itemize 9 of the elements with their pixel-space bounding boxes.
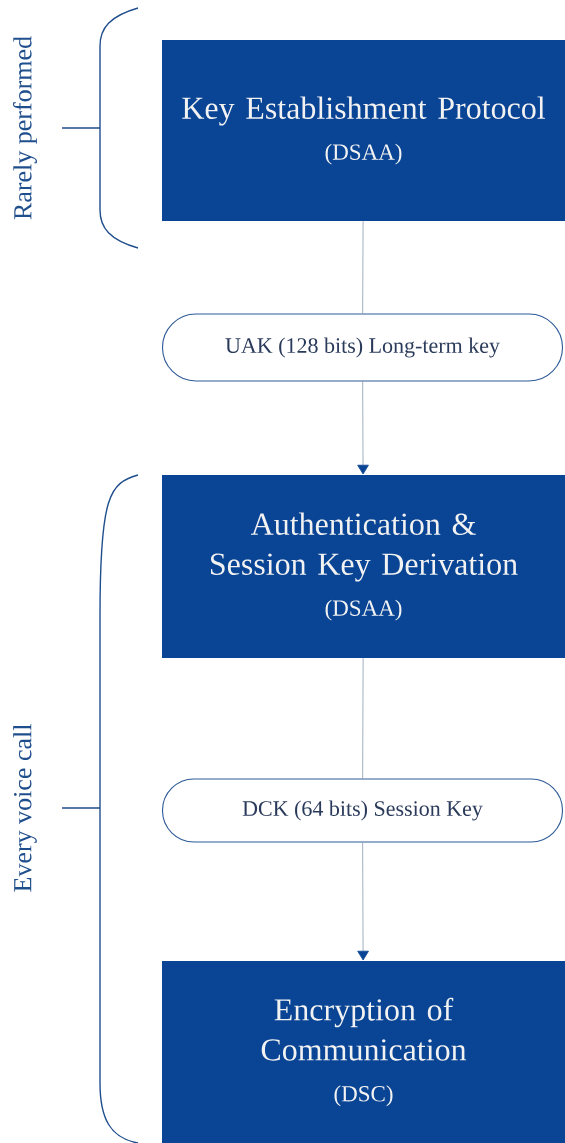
process-box: Key Establishment Protocol (DSAA) <box>162 40 565 221</box>
process-box: Authentication & Session Key Derivation (DSAA) <box>162 475 565 658</box>
side-label: Rarely performed <box>13 36 37 220</box>
side-label: Every voice call <box>13 724 37 892</box>
arrow <box>357 842 369 961</box>
arrow <box>357 381 369 475</box>
process-box: Encryption of Communication (DSC) <box>162 961 565 1143</box>
key-pill: UAK (128 bits) Long-term key <box>161 313 564 382</box>
key-pill: DCK (64 bits) Session Key <box>161 778 564 843</box>
